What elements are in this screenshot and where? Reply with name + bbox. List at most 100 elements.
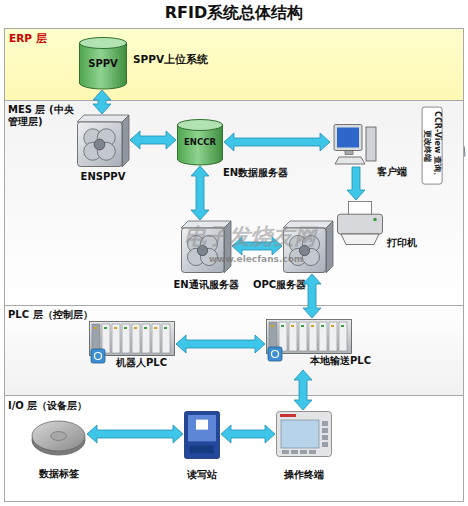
device-label: 操作终端 <box>272 469 336 481</box>
diagram-title: RFID系统总体结构 <box>0 3 468 24</box>
device-icon <box>31 416 86 456</box>
plc-module-led <box>114 327 117 329</box>
layer-heading: I/O 层（设备层） <box>8 400 138 412</box>
plc-module <box>339 322 347 351</box>
server-top <box>77 115 129 122</box>
tag-face <box>32 421 85 451</box>
plc-badge <box>91 349 105 363</box>
block-arrow <box>221 425 275 443</box>
block-arrow <box>191 166 209 220</box>
terminal-key <box>291 450 298 454</box>
device-node: EN通讯服务器 <box>181 221 231 273</box>
cylinder-top <box>178 120 223 131</box>
device-icon <box>181 221 231 273</box>
server-hub <box>197 245 207 255</box>
plc-module-led <box>301 325 304 327</box>
pc-tower <box>366 127 376 161</box>
terminal-key <box>322 421 328 426</box>
cylinder-top <box>80 38 127 49</box>
device-icon <box>77 115 129 167</box>
block-arrow <box>130 131 176 149</box>
plc-module <box>162 324 170 353</box>
terminal-key <box>322 428 328 433</box>
server-top <box>283 221 333 228</box>
terminal-key <box>309 450 316 454</box>
reader-foot <box>190 446 214 454</box>
plc-module-led <box>134 327 137 329</box>
device-node: ENCCREN数据服务器 <box>177 119 223 165</box>
block-arrow <box>294 370 312 410</box>
terminal-logo <box>280 414 296 417</box>
device-label: 打印机 <box>387 237 437 249</box>
terminal-screen <box>281 420 319 448</box>
layer-band: MES 层 (中央管理层)ENSPPVENCCREN数据服务器客户端打印机EN通… <box>4 100 464 306</box>
reader-body <box>185 412 220 459</box>
plc-module-led <box>154 327 157 329</box>
layer-heading: MES 层 (中央管理层) <box>8 104 78 128</box>
device-node: 机器人PLC <box>89 321 175 371</box>
device-label: EN通讯服务器 <box>159 279 253 291</box>
server-hub <box>94 139 105 150</box>
plc-module <box>152 324 160 353</box>
watermark: 电子发烧友网 <box>140 224 360 250</box>
device-label: ENSPPV <box>63 171 143 183</box>
device-label: 读写站 <box>172 469 232 481</box>
pc-monitor <box>334 125 362 151</box>
plc-badge <box>268 347 282 361</box>
device-name: ENCCR <box>173 137 227 147</box>
printer-tray <box>341 234 379 245</box>
block-arrow <box>303 274 321 318</box>
tag-center <box>51 432 67 441</box>
reader-window <box>196 420 208 430</box>
device-icon <box>184 411 220 459</box>
plc-module <box>329 322 337 351</box>
server-hub <box>299 245 309 255</box>
plc-module <box>122 324 130 353</box>
terminal-key <box>322 442 328 447</box>
printer-body <box>338 214 383 234</box>
pc-screen <box>337 128 359 148</box>
device-node: OPC服务器 <box>283 221 333 273</box>
terminal-note: CCR-View 查询、更改终端 <box>421 107 442 185</box>
device-icon <box>276 411 332 457</box>
block-arrow <box>87 425 183 443</box>
server-top <box>181 221 231 228</box>
server-side <box>122 115 129 167</box>
device-node: 本地输送PLC <box>266 319 352 369</box>
server-front <box>284 228 327 273</box>
plc-module <box>319 322 327 351</box>
plc-badge-mark <box>272 351 279 358</box>
device-node: ENSPPV <box>77 115 129 167</box>
plc-module-led <box>281 325 284 327</box>
plc-module <box>142 324 150 353</box>
terminal-key <box>322 435 328 440</box>
layer-heading: PLC 层（控制层） <box>8 309 138 321</box>
terminal-key <box>282 450 289 454</box>
server-front <box>182 228 225 273</box>
device-label: 机器人PLC <box>116 357 186 369</box>
device-label: 客户端 <box>377 166 427 178</box>
plc-module-led <box>271 325 274 327</box>
device-node: 打印机 <box>337 201 383 245</box>
device-label: OPC服务器 <box>253 279 323 291</box>
device-node: 操作终端 <box>276 411 332 457</box>
block-arrow <box>232 237 282 255</box>
plc-module <box>309 322 317 351</box>
device-icon <box>331 124 377 166</box>
block-arrow <box>176 335 265 353</box>
plc-badge-mark <box>95 353 102 360</box>
pc-stand <box>345 151 353 155</box>
pc-keyboard <box>335 157 365 164</box>
device-label: SPPV上位系统 <box>133 53 233 66</box>
device-label: EN数据服务器 <box>223 167 313 179</box>
layer-band: I/O 层（设备层）数据标签读写站操作终端 <box>4 395 464 502</box>
reader-face <box>188 415 216 441</box>
layer-band: PLC 层（控制层）机器人PLC本地输送PLC <box>4 305 464 396</box>
plc-module-led <box>291 325 294 327</box>
plc-module <box>132 324 140 353</box>
device-node: 读写站 <box>184 411 220 459</box>
plc-module-led <box>341 325 344 327</box>
watermark: www.elecfans.com <box>196 254 316 265</box>
